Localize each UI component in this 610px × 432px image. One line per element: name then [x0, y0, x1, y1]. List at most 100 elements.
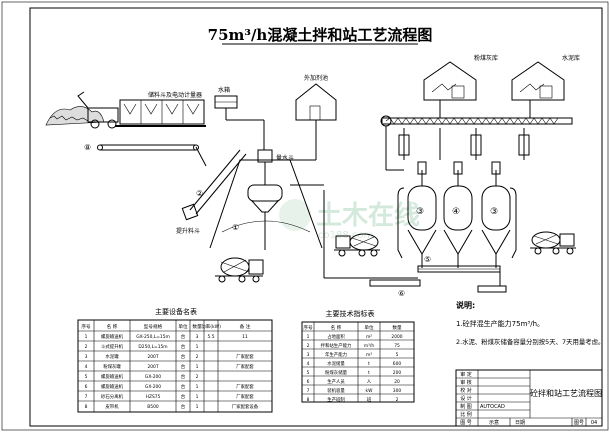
- tech-cell: m²: [366, 335, 372, 340]
- equipment-cell: 7: [85, 394, 88, 400]
- equipment-cell: 厂家配套: [236, 363, 254, 370]
- cement-warehouse: 水泥库: [511, 54, 580, 118]
- equipment-cell: 3: [85, 354, 88, 360]
- mixer-truck-left: [334, 233, 380, 257]
- tech-cell: 年生产能力: [325, 351, 347, 358]
- tb-row-3: 校 对: [460, 387, 472, 394]
- tech-cell: 3: [307, 352, 310, 358]
- label-circle-6: ⑥: [398, 289, 405, 298]
- equipment-header-cell: 单位: [178, 323, 188, 330]
- equipment-header-cell: 名 称: [107, 323, 118, 330]
- tech-cell: m³: [366, 352, 372, 358]
- equipment-cell: 螺旋输送机: [101, 383, 124, 390]
- label-circle-8: ⑧: [84, 143, 91, 152]
- inner-border: [29, 7, 603, 427]
- equipment-cell: 螺旋输送机: [101, 373, 124, 380]
- tech-cell: 2000: [391, 334, 402, 340]
- silo-side-pipes: [397, 187, 517, 259]
- equipment-cell: GX-200: [145, 374, 161, 380]
- equipment-cell: 2: [196, 374, 199, 380]
- equipment-cell: 水泥罐: [105, 353, 119, 360]
- equipment-header-cell: 型号规格: [144, 323, 163, 330]
- equipment-header-cell: 功率(kW): [201, 323, 221, 330]
- tech-cell: t: [368, 370, 370, 376]
- equipment-cell: 台: [181, 393, 186, 400]
- label-circle-4: ④: [452, 207, 460, 217]
- tb-drawing-name: 砼拌和站工艺流程图: [530, 388, 602, 398]
- tech-cell: kW: [366, 388, 374, 394]
- title-block: 审 定 审 核 校 对 设 计 制 图 比 例 图 号 AUTOCAD 示意 日…: [455, 369, 603, 427]
- aggregate-area: 储料斗及电动计量器: [45, 91, 206, 129]
- equipment-table-title: 主要设备名表: [155, 307, 197, 316]
- equipment-cell: 1: [196, 344, 199, 350]
- tech-cell: m³/h: [364, 343, 375, 349]
- mixer-tower: 量水斗 ①: [209, 149, 323, 250]
- equipment-cell: 200T: [147, 364, 158, 370]
- powder-warehouse: 粉煤灰库: [423, 54, 498, 118]
- tech-cell: 300: [393, 388, 402, 394]
- equipment-cell: 1: [196, 384, 199, 390]
- tech-header-cell: 名 称: [331, 324, 342, 331]
- notes-heading: 说明:: [456, 300, 475, 310]
- admixture-pool-label: 外加剂池: [304, 74, 328, 82]
- tech-cell: 2: [307, 343, 310, 349]
- tb-scale: 示意: [489, 419, 499, 426]
- tb-date-label: 日期: [515, 420, 525, 426]
- feed-lines: [290, 184, 418, 279]
- tb-software: AUTOCAD: [480, 404, 505, 410]
- tech-cell: 粉煤灰储量: [325, 369, 348, 376]
- mixer-truck-right: [530, 231, 576, 255]
- tech-cell: 占地面积: [327, 333, 345, 340]
- equipment-cell: 2: [196, 354, 199, 360]
- tech-header-cell: 数量: [392, 324, 402, 331]
- wheel-loader: [87, 107, 119, 123]
- label-circle-1: ①: [232, 223, 239, 232]
- label-circle-3a: ③: [416, 207, 424, 217]
- admixture-pool: 外加剂池: [282, 74, 337, 161]
- tech-cell: 75: [394, 343, 400, 349]
- silo-2: ④: [443, 161, 473, 268]
- tech-cell: 600: [393, 361, 402, 367]
- bucket-elevator: 提升料斗 ②: [176, 149, 247, 235]
- powder-warehouse-label: 粉煤灰库: [474, 54, 498, 62]
- equipment-cell: 台: [181, 343, 186, 350]
- tb-row-1: 审 定: [460, 371, 472, 378]
- equipment-cell: 台: [181, 353, 186, 360]
- tech-cell: 水泥储量: [327, 360, 345, 367]
- equipment-cell: 1: [85, 334, 88, 340]
- equipment-cell: 台: [181, 403, 186, 410]
- label-circle-2: ②: [196, 189, 203, 198]
- tb-row-4: 设 计: [460, 395, 472, 402]
- tech-cell: 生产班制: [327, 396, 345, 403]
- tech-cell: 5: [396, 352, 399, 358]
- label-circle-3b: ③: [490, 207, 498, 217]
- tb-row-6: 比 例: [460, 411, 472, 418]
- equipment-cell: 8: [85, 404, 88, 410]
- equipment-cell: 1: [196, 394, 199, 400]
- equipment-cell: 200T: [147, 354, 158, 360]
- tech-cell: 人: [367, 379, 372, 385]
- cement-warehouse-label: 水泥库: [562, 54, 580, 62]
- equipment-header-cell: 序号: [81, 323, 91, 330]
- silo-3: ③: [481, 161, 511, 268]
- aggregate-pile: [45, 106, 105, 126]
- tower-frame: [209, 159, 323, 249]
- tech-cell: 7: [307, 388, 310, 394]
- tech-cell: 8: [307, 397, 310, 403]
- equipment-header-cell: 数量: [192, 323, 202, 330]
- equipment-cell: 粉煤灰罐: [103, 363, 121, 370]
- tech-cell: 2: [396, 397, 399, 403]
- tb-sheet-no: 04: [591, 420, 597, 426]
- equipment-cell: 斗式提升机: [101, 343, 124, 350]
- tech-cell: 6: [307, 379, 310, 385]
- equipment-cell: 4: [85, 364, 88, 370]
- bottom-screw-conveyors: ⑤ ⑥: [369, 255, 507, 298]
- silo-1: ③: [407, 161, 437, 268]
- watermark: 土木在线 co188.com: [279, 199, 420, 241]
- equipment-cell: 11: [242, 334, 248, 340]
